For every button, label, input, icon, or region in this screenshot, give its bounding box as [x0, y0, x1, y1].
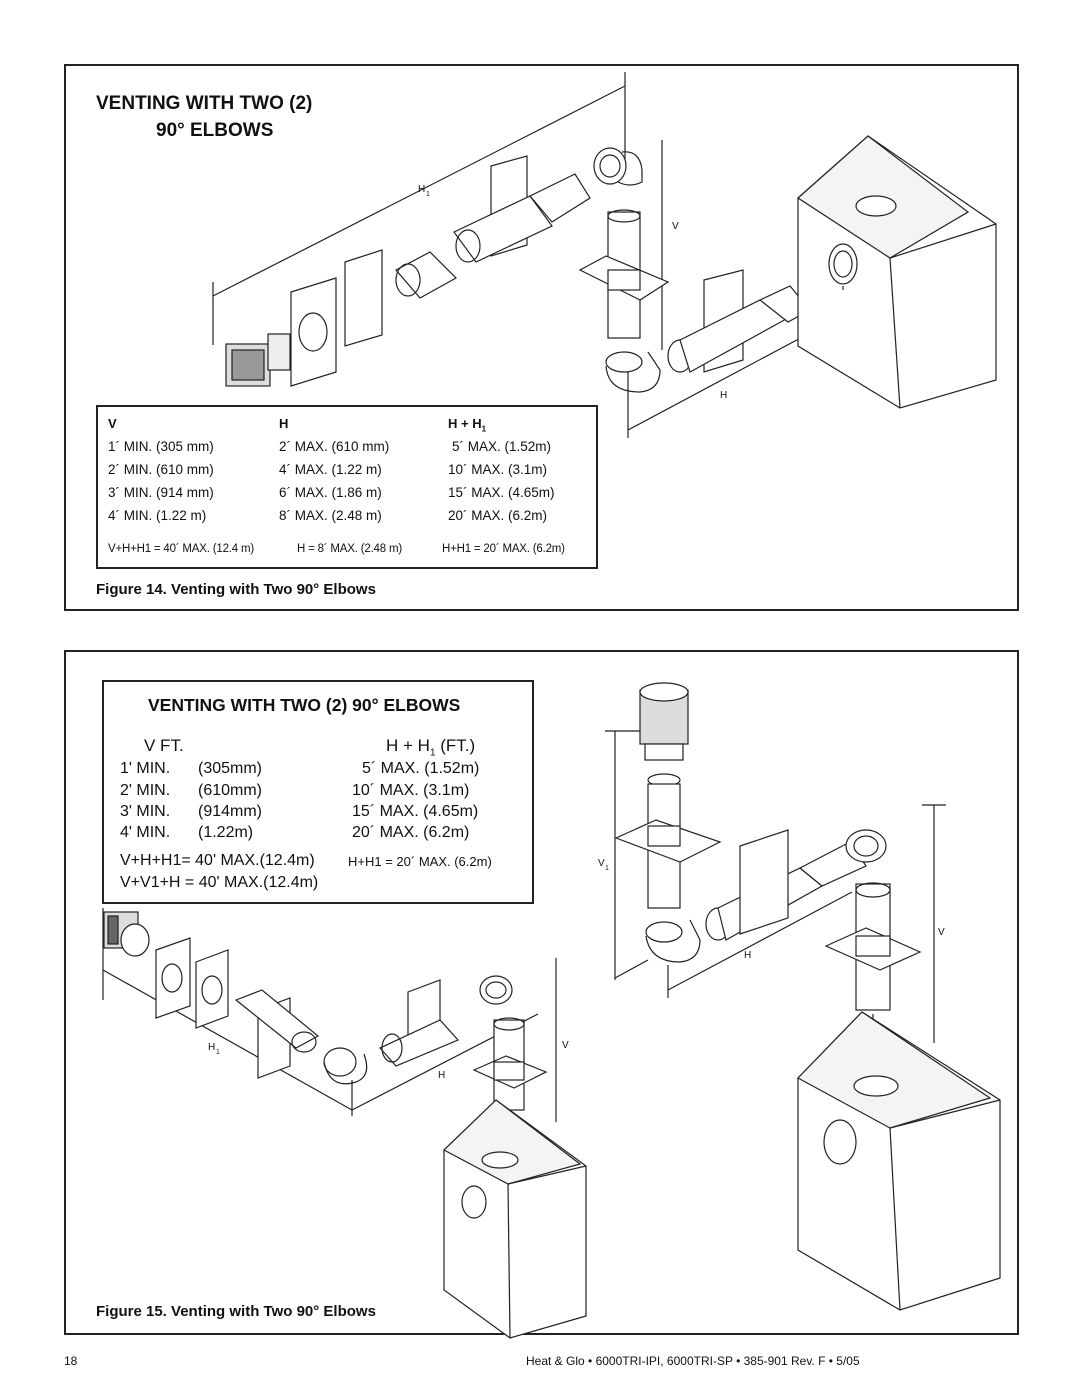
table-total-vhh1: V+H+H1 = 40´ MAX. (12.4 m)	[108, 543, 254, 555]
table-total-vv1h: V+V1+H = 40' MAX.(12.4m)	[120, 874, 319, 891]
table-row-4-hh1: 20´ MAX. (6.2m)	[448, 508, 548, 523]
table-header-h: H	[279, 416, 289, 431]
table-row-1-h: 2´ MAX. (610 mm)	[279, 439, 390, 454]
table-row-2-mm: (610mm)	[198, 782, 263, 799]
figure-14-frame	[64, 64, 1019, 611]
table-total-vhh1: V+H+H1= 40' MAX.(12.4m)	[120, 852, 315, 869]
table-row-4-mm: (1.22m)	[198, 824, 254, 841]
table-row-3-h: 6´ MAX. (1.86 m)	[279, 485, 382, 500]
table-row-4-max: 20´ MAX. (6.2m)	[352, 824, 470, 841]
figure-15-caption: Figure 15. Venting with Two 90° Elbows	[96, 1303, 376, 1320]
table-row-1-v: 1´ MIN. (305 mm)	[108, 439, 214, 454]
figure-14-title-line1: VENTING WITH TWO (2)	[96, 93, 313, 114]
table-title: VENTING WITH TWO (2) 90° ELBOWS	[148, 695, 461, 715]
table-row-4-min: 4' MIN.	[120, 824, 171, 841]
table-row-2-h: 4´ MAX. (1.22 m)	[279, 462, 382, 477]
table-row-1-min: 1' MIN.	[120, 760, 171, 777]
table-row-2-min: 2' MIN.	[120, 782, 171, 799]
document-info: Heat & Glo • 6000TRI-IPI, 6000TRI-SP • 3…	[526, 1354, 860, 1368]
table-row-3-hh1: 15´ MAX. (4.65m)	[448, 485, 555, 500]
page-number: 18	[64, 1354, 78, 1368]
figure-15-table: VENTING WITH TWO (2) 90° ELBOWS V FT. H …	[102, 680, 534, 904]
table-row-2-hh1: 10´ MAX. (3.1m)	[448, 462, 548, 477]
table-total-h: H = 8´ MAX. (2.48 m)	[297, 543, 402, 555]
table-row-3-mm: (914mm)	[198, 803, 263, 820]
table-header-v-ft: V FT.	[144, 736, 184, 755]
table-row-2-max: 10´ MAX. (3.1m)	[352, 782, 470, 799]
figure-14-title-line2: 90° ELBOWS	[156, 120, 274, 141]
table-row-1-max: 5´ MAX. (1.52m)	[362, 760, 480, 777]
table-header-h-h1: H + H1	[448, 416, 487, 434]
table-row-2-v: 2´ MIN. (610 mm)	[108, 462, 214, 477]
table-row-1-hh1: 5´ MAX. (1.52m)	[452, 439, 552, 454]
table-row-1-mm: (305mm)	[198, 760, 263, 777]
table-total-hh1: H+H1 = 20´ MAX. (6.2m)	[442, 543, 565, 555]
table-total-hh1: H+H1 = 20´ MAX. (6.2m)	[348, 854, 492, 869]
table-row-3-min: 3' MIN.	[120, 803, 171, 820]
table-header-v: V	[108, 416, 117, 431]
table-row-4-v: 4´ MIN. (1.22 m)	[108, 508, 207, 523]
table-row-3-v: 3´ MIN. (914 mm)	[108, 485, 214, 500]
table-header-h-h1-ft: H + H1 (FT.)	[386, 736, 476, 759]
figure-14-caption: Figure 14. Venting with Two 90° Elbows	[96, 581, 376, 598]
table-row-4-h: 8´ MAX. (2.48 m)	[279, 508, 382, 523]
table-row-3-max: 15´ MAX. (4.65m)	[352, 803, 479, 820]
figure-14-table: V H H + H1 1´ MIN. (305 mm) 2´ MAX. (610…	[96, 405, 598, 569]
